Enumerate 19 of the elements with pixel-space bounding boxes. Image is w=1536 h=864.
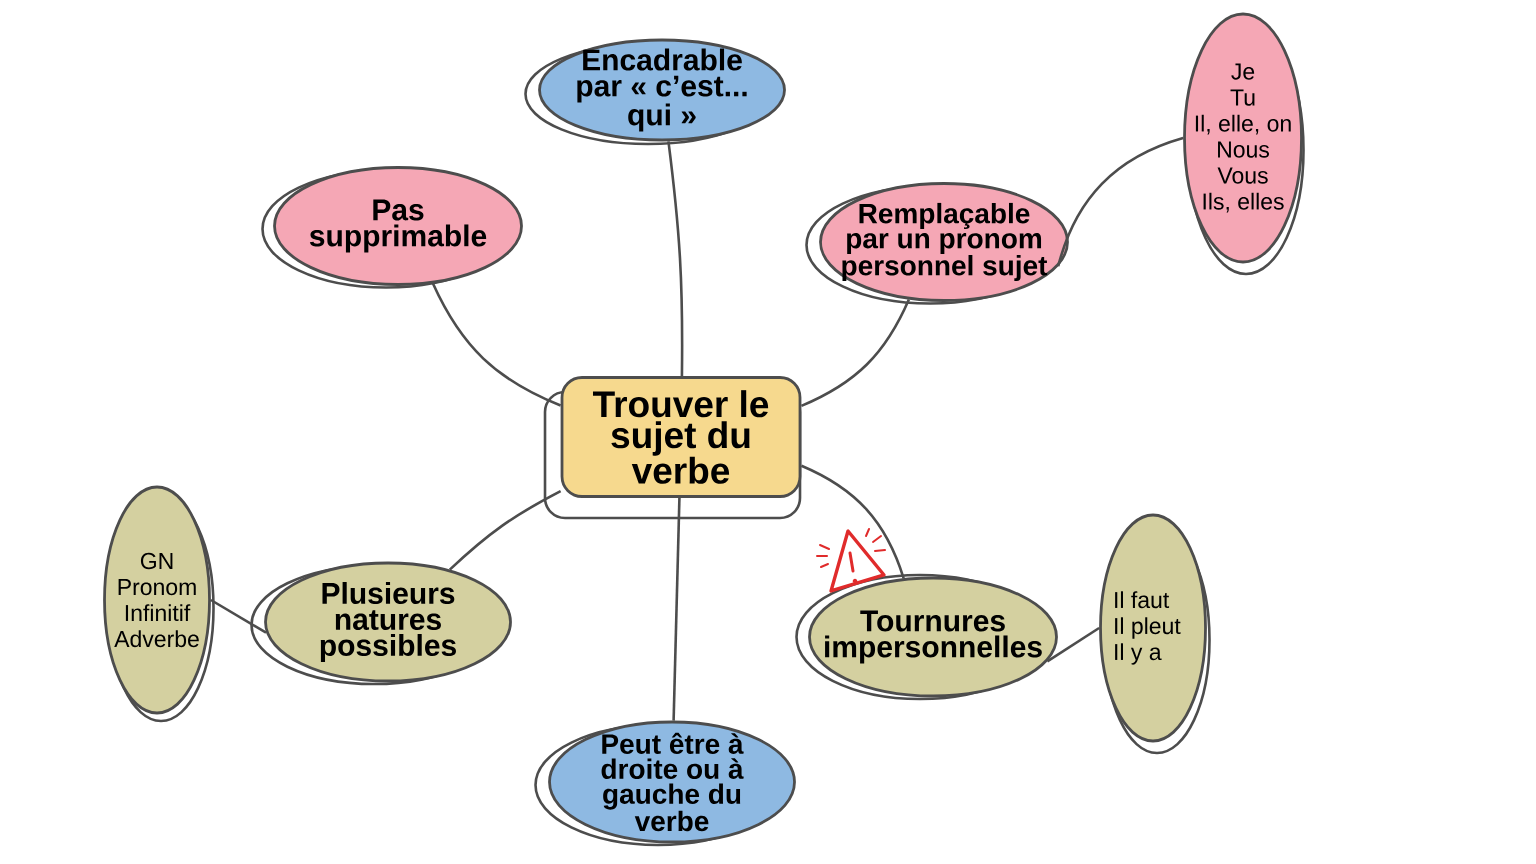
ellipse-bubble: Encadrable par « c’est... qui » [524, 38, 786, 146]
ellipse-bubble: Il faut Il pleut Il y a [1099, 513, 1211, 755]
connector-line [210, 598, 267, 634]
connector-line [1046, 626, 1100, 663]
connector-line [431, 282, 562, 407]
ellipse-bubble: Remplaçable par un pronom personnel sujet [805, 182, 1069, 305]
ellipse-bubble: Tournures impersonnelles [795, 573, 1058, 701]
topic-box: Trouver le sujet du verbe [543, 376, 802, 520]
ellipse-bubble: GN Pronom Infinitif Adverbe [103, 485, 215, 723]
ellipse-bubble: Plusieurs natures possibles [250, 561, 512, 686]
ellipse-bubble: Je Tu Il, elle, on Nous Vous Ils, elles [1183, 12, 1305, 276]
connector-line [1056, 136, 1184, 267]
connector-line [448, 490, 562, 571]
connector-line [667, 141, 684, 377]
ellipse-bubble: Pas supprimable [261, 166, 523, 289]
connector-line [800, 464, 905, 579]
connector-line [672, 497, 681, 721]
ellipse-bubble: Peut être à droite ou à gauche du verbe [534, 720, 796, 847]
connector-line [800, 298, 911, 408]
